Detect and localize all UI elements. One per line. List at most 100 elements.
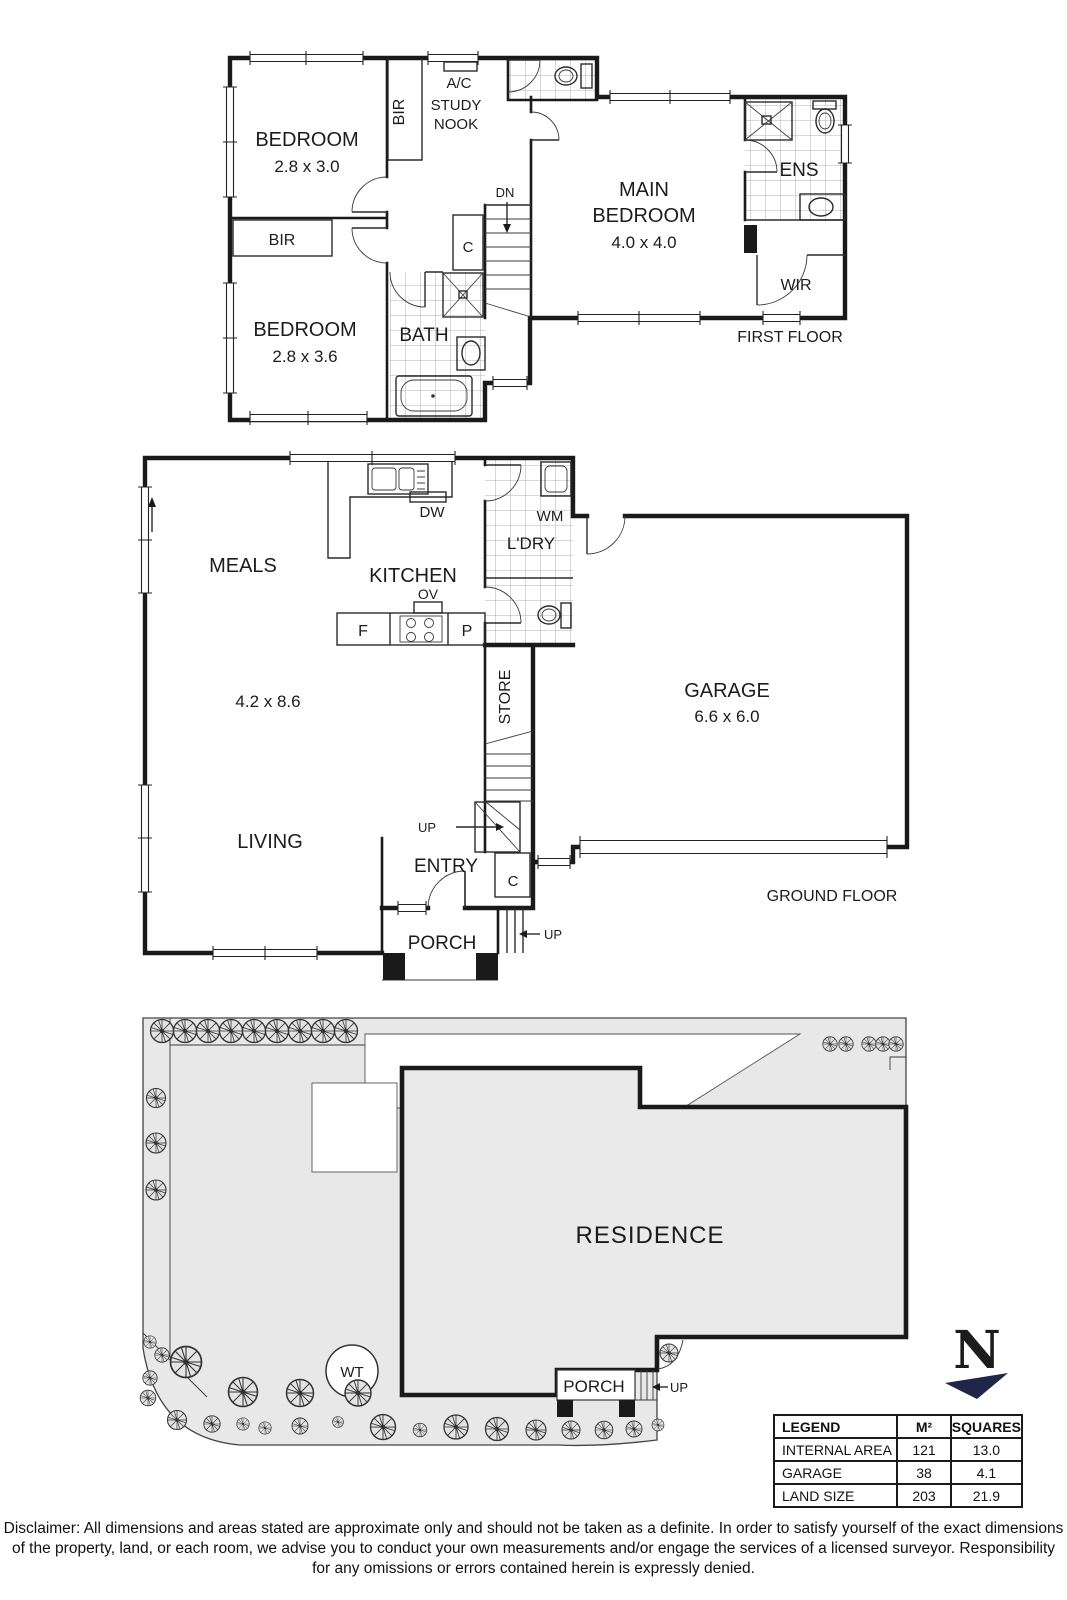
gf-porch [380,906,540,981]
lower-bench [336,612,486,646]
first-floor-plan: BEDROOM 2.8 x 3.0 BIR A/C STUDY NOOK DN … [223,51,852,908]
land-size-label: LAND SIZE [772,1483,899,1508]
oven [413,601,443,614]
disclaimer-line3: for any omissions or errors contained he… [312,1560,755,1577]
porch-up-label: UP [544,927,562,942]
store-label: STORE [497,670,514,725]
wir-label: WIR [780,277,811,294]
kitchen-label: KITCHEN [369,565,457,587]
gf-porch-label: PORCH [408,933,477,954]
gf-closet [494,852,531,898]
cooktop [399,615,443,643]
bedroom1-label: BEDROOM [255,129,358,151]
site-porch-pillar [557,1400,573,1417]
garage-label: GARAGE [684,680,770,702]
site-up-label: UP [670,1380,688,1395]
main-bedroom-label2: BEDROOM [592,205,695,227]
meals-label: MEALS [209,555,277,577]
courtyard [311,1082,398,1173]
study-label: STUDY [431,97,482,114]
basin [461,340,481,366]
wm-label: WM [537,508,564,525]
site-porch-pillar [619,1400,635,1417]
legend-row-internal: INTERNAL AREA 121 13.0 [772,1437,1024,1462]
disclaimer: Disclaimer: All dimensions and areas sta… [0,1519,1067,1579]
north-arrow: N [945,1320,1008,1399]
ff-windows [223,51,852,425]
residence-label: RESIDENCE [575,1222,724,1249]
garage-dim: 6.6 x 6.0 [694,707,759,726]
meals-arrow [148,497,156,532]
shower [442,272,484,318]
garage-door [579,836,888,858]
ground-floor-plan: MEALS DW KITCHEN OV F P WM L'DRY STORE 4… [138,451,910,981]
north-letter: N [953,1320,1001,1381]
bir2-label: BIR [269,232,296,249]
ens-basin [808,197,834,217]
garage-label: GARAGE [772,1460,899,1485]
bedroom2-label: BEDROOM [253,319,356,341]
north-arrowhead [945,1373,1008,1399]
first-floor-title: FIRST FLOOR [737,329,843,346]
gf-stairs [456,730,534,853]
laundry-label: L'DRY [507,534,555,553]
bir2-closet [232,219,333,257]
gf-closet-label: C [508,873,519,890]
ff-bath-fixtures [395,272,486,417]
pantry-label: P [462,623,473,640]
garage-squares: 4.1 [949,1460,1024,1485]
toilet [554,66,578,86]
site-plan: RESIDENCE WT PORCH UP N [139,1017,1008,1447]
living-dim: 4.2 x 8.6 [235,692,300,711]
up-stairs-label: UP [418,820,436,835]
gf-interior-walls [380,456,487,910]
main-bedroom-dim: 4.0 x 4.0 [611,233,676,252]
bathtub [395,375,473,417]
gf-toilet [537,605,561,625]
ov-label: OV [418,586,439,602]
main-bedroom-label1: MAIN [619,179,669,201]
wall-chunk [744,225,757,253]
internal-area-label: INTERNAL AREA [772,1437,899,1462]
ens-toilet [815,108,835,134]
ff-stairs [484,202,532,318]
squares-header: SQUARES [949,1414,1024,1439]
living-label: LIVING [237,831,303,853]
gf-toilet-tank [560,602,572,629]
dn-arrow [503,224,511,233]
legend-header-row: LEGEND M² SQUARES [772,1414,1024,1439]
nook-label: NOOK [434,116,478,133]
vanity [456,336,486,371]
bath-label: BATH [399,325,448,346]
bir1-closet [387,58,423,161]
toilet-tank [580,63,593,89]
disclaimer-line1: Disclaimer: All dimensions and areas sta… [3,1520,1064,1537]
ac-unit [443,61,478,72]
ens-vanity [799,193,846,221]
disclaimer-line2: of the property, land, or each room, we … [11,1540,1056,1557]
bedroom1-dim: 2.8 x 3.0 [274,157,339,176]
ff-doors [351,59,808,908]
internal-area-m2: 121 [896,1437,952,1462]
legend-row-garage: GARAGE 38 4.1 [772,1460,1024,1485]
land-size-m2: 203 [896,1483,952,1508]
site-porch [556,1369,668,1417]
m2-header: M² [896,1414,952,1439]
residence-outline [399,1065,909,1398]
porch-up-arrow [519,930,527,938]
ac-label: A/C [446,75,471,92]
wt-label: WT [340,1364,363,1381]
fridge-label: F [358,623,368,640]
gf-windows [138,451,571,960]
kitchen-bench [327,460,486,646]
legend-row-land: LAND SIZE 203 21.9 [772,1483,1024,1508]
bir1-label: BIR [391,99,408,126]
ens-shower [744,101,793,141]
site-porch-label: PORCH [563,1377,624,1396]
sink [367,463,429,495]
dishwasher [409,491,447,503]
laundry-tub [540,461,572,497]
site-up-arrow [652,1383,660,1391]
